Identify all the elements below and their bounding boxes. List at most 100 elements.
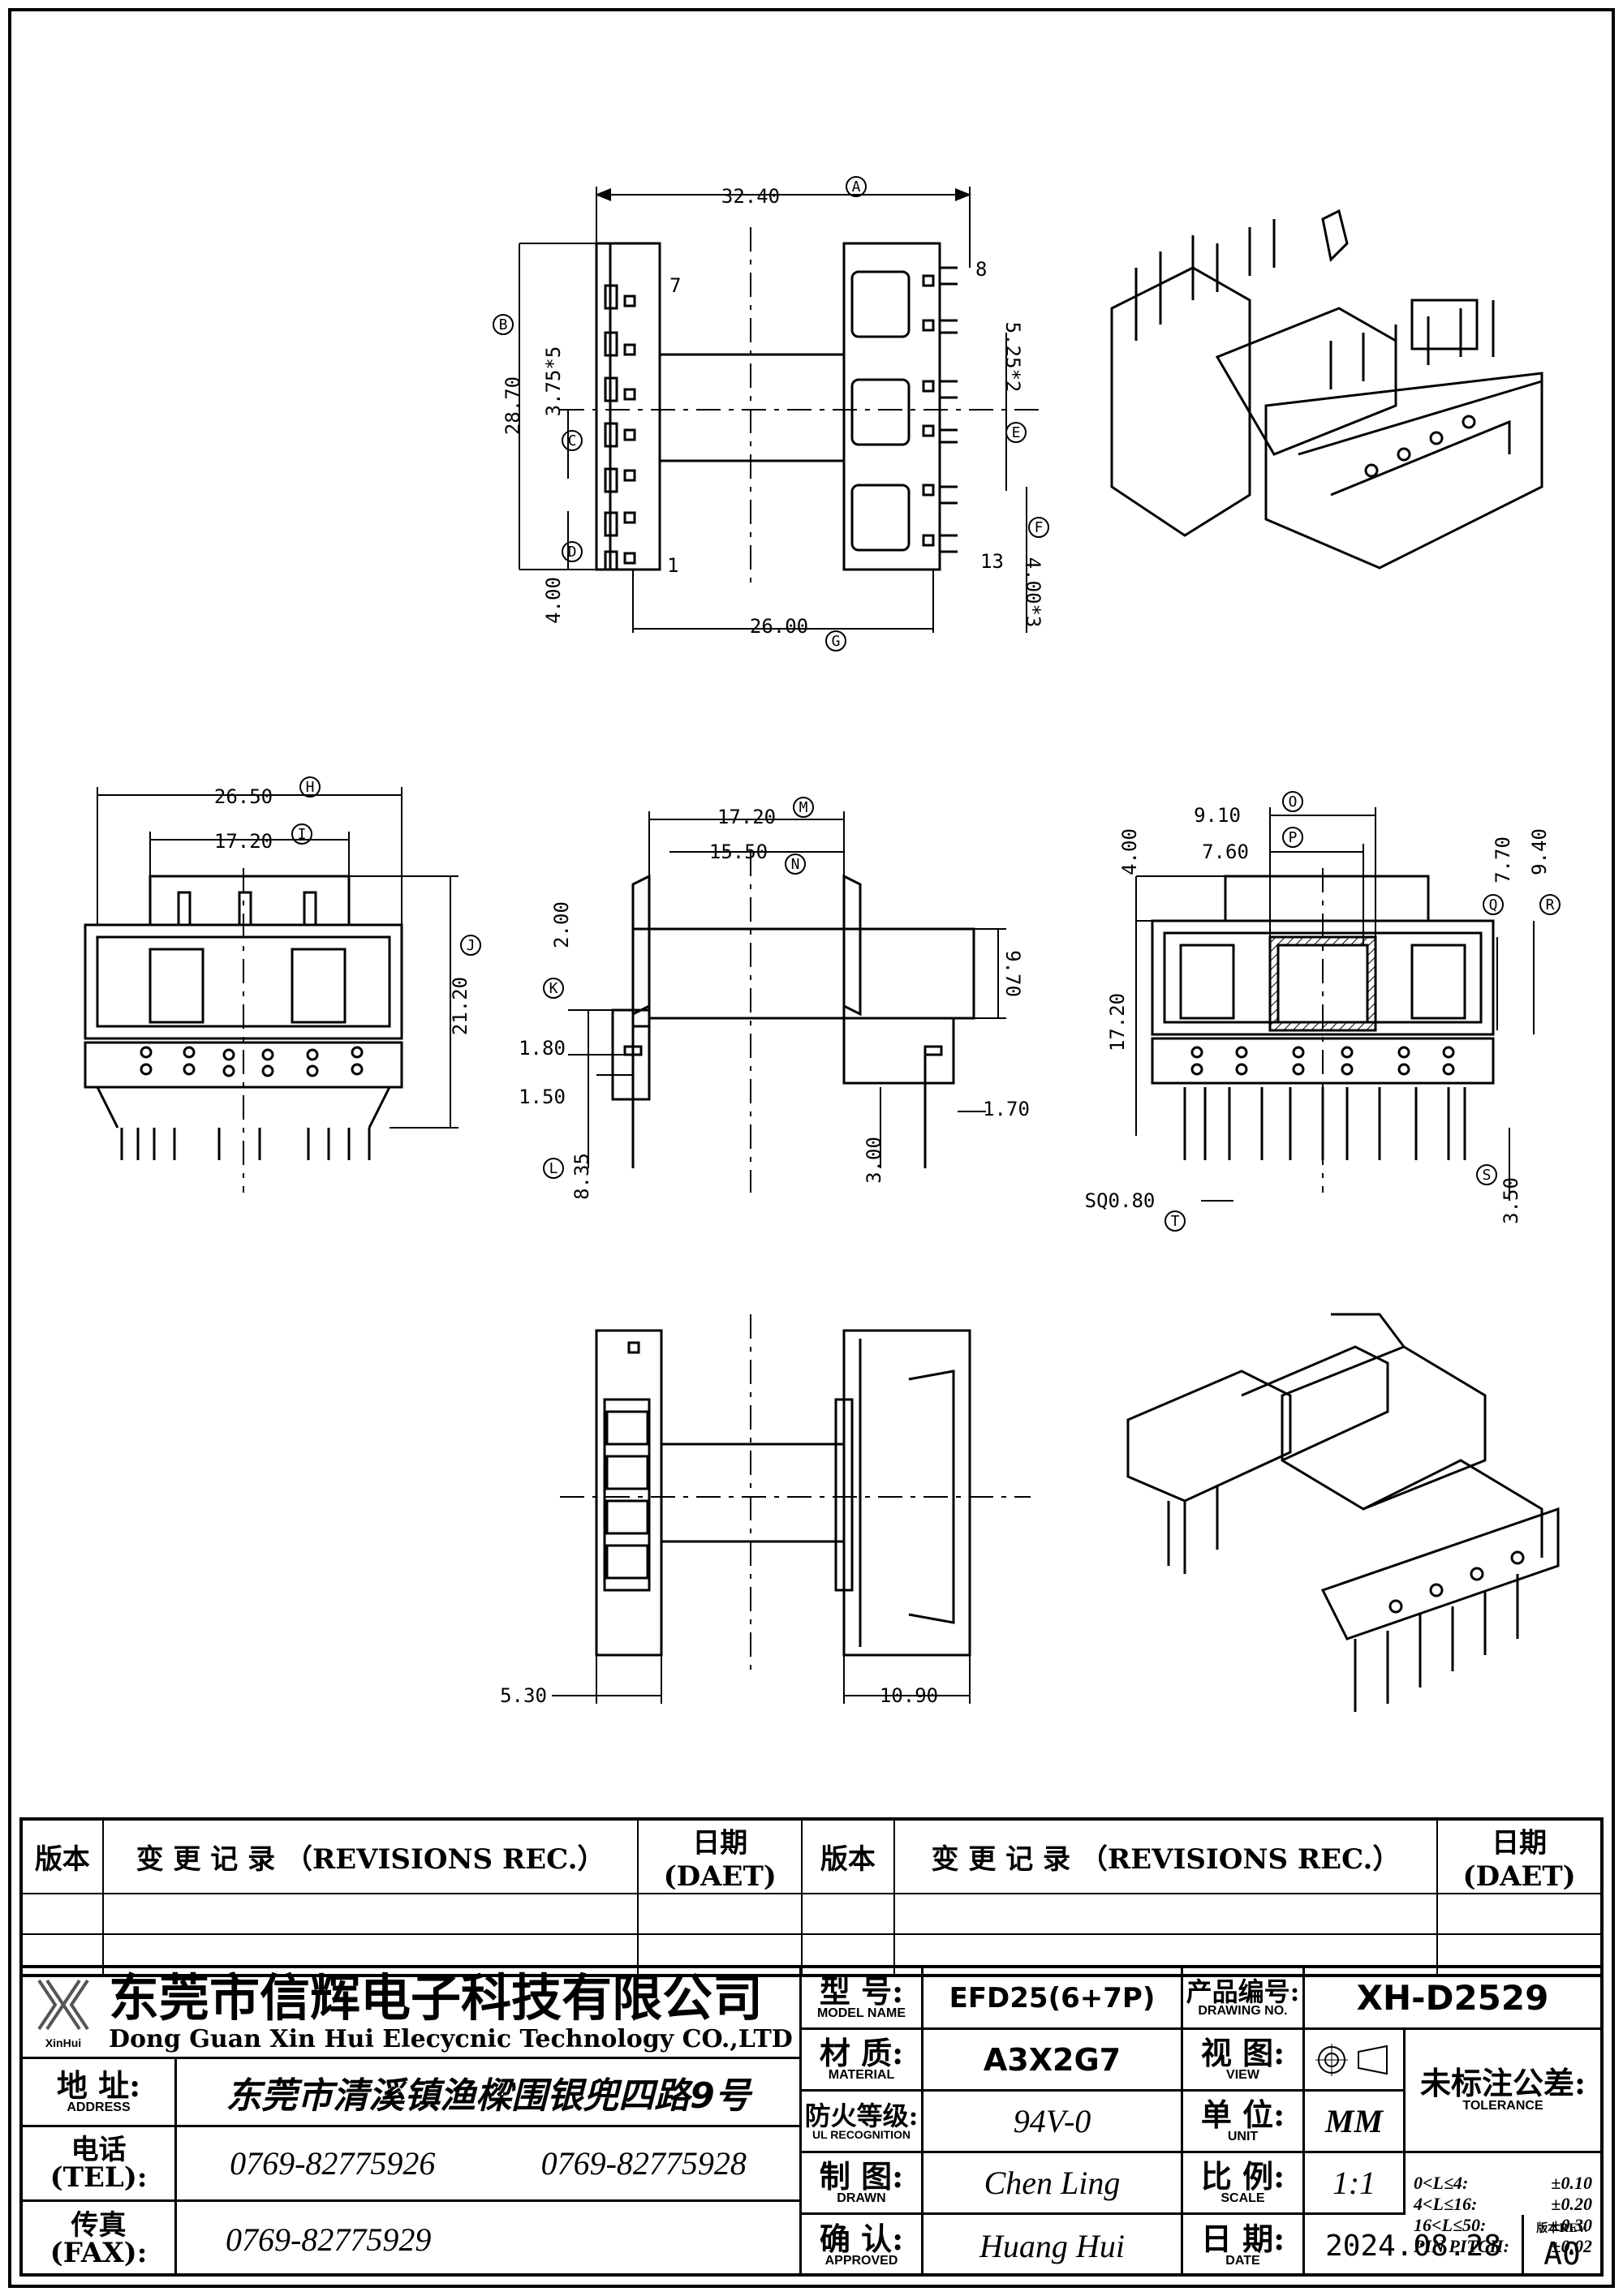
svg-text:M: M [799, 799, 808, 816]
dim-P: 7.60 [1202, 841, 1249, 863]
pin-8: 8 [975, 258, 987, 281]
drawn-value-cell: Chen Ling [923, 2153, 1183, 2215]
rev-col-version-2: 版本 [801, 1818, 895, 1894]
drawn-label: 制 图: [819, 2157, 904, 2195]
svg-text:J: J [467, 937, 476, 954]
dim-O: 9.10 [1194, 804, 1241, 827]
approved-sub: APPROVED [824, 2254, 898, 2268]
address-label-cell: 地 址:ADDRESS [23, 2059, 177, 2127]
date-value: 2024.08.28 [1325, 2229, 1501, 2263]
company-cell: XinHui 东莞市信辉电子科技有限公司 Dong Guan Xin Hui E… [23, 1968, 802, 2059]
approved-label: 确 认: [819, 2221, 904, 2257]
sheet-border [8, 8, 1615, 2288]
svg-text:R: R [1546, 896, 1555, 914]
unit-label: 单 位: [1200, 2096, 1285, 2133]
callout-T: T [1165, 1210, 1186, 1232]
tel-label-cell: 电话(TEL): [23, 2127, 177, 2202]
fax-label: 传真(FAX): [50, 2209, 148, 2269]
svg-text:D: D [568, 544, 577, 561]
fax-label-cell: 传真(FAX): [23, 2202, 177, 2277]
logo-text: XinHui [45, 2036, 82, 2049]
callout-M: M [793, 797, 814, 818]
top-view [560, 227, 1047, 584]
address-sub: ADDRESS [67, 2100, 131, 2114]
svg-text:K: K [549, 980, 558, 997]
material-value-cell: A3X2G7 [923, 2030, 1183, 2092]
dim-C: 3.75*5 [542, 346, 565, 417]
callout-K: K [543, 978, 564, 999]
scale-value: 1:1 [1332, 2165, 1376, 2201]
revision-table: 版本 变 更 记 录 （REVISIONS REC.） 日期(DAET) 版本 … [19, 1817, 1604, 1977]
dim-170: 1.70 [983, 1098, 1030, 1120]
bottom-view-dims [552, 1655, 971, 1704]
company-logo: XinHui [23, 1976, 104, 2049]
dim-A: 32.40 [721, 185, 780, 208]
date-value-cell: 2024.08.28 [1305, 2215, 1524, 2277]
date-sub: DATE [1225, 2254, 1260, 2268]
svg-text:C: C [568, 432, 577, 449]
approved-value: Huang Hui [979, 2227, 1125, 2264]
approved-label-cell: 确 认:APPROVED [802, 2215, 923, 2277]
top-view-dims [519, 187, 1027, 633]
pin-13: 13 [980, 550, 1004, 573]
model-sub: MODEL NAME [816, 2006, 906, 2020]
material-sub: MATERIAL [828, 2067, 895, 2082]
front-view [84, 868, 403, 1193]
svg-text:F: F [1035, 519, 1044, 536]
dim-M: 17.20 [717, 806, 776, 828]
side-view [611, 852, 975, 1193]
unit-sub: UNIT [1227, 2129, 1259, 2143]
title-block: 版本 变 更 记 录 （REVISIONS REC.） 日期(DAET) 版本 … [19, 1817, 1604, 2277]
material-label: 材 质: [819, 2034, 904, 2071]
tolerance-row: 16<L≤50:±0.30 [1414, 2215, 1592, 2235]
model-value: EFD25(6+7P) [949, 1981, 1156, 2014]
callout-I: I [291, 823, 312, 845]
rev-row [20, 1933, 1603, 1976]
fax-value: 0769-82775929 [226, 2221, 432, 2258]
dim-970: 9.70 [1001, 950, 1024, 997]
tel-value-2: 0769-82775928 [540, 2145, 747, 2182]
view-sub: VIEW [1226, 2067, 1259, 2082]
model-value-cell: EFD25(6+7P) [923, 1968, 1183, 2030]
approved-value-cell: Huang Hui [923, 2215, 1183, 2277]
svg-text:T: T [1171, 1213, 1180, 1230]
view-label: 视 图: [1200, 2034, 1285, 2071]
address-value-cell: 东莞市清溪镇渔樑围银兜四路9号 [177, 2059, 802, 2127]
dim-B: 28.70 [502, 376, 524, 435]
date-label-cell: 日 期:DATE [1183, 2215, 1305, 2277]
revision-label: 版本REV. [1536, 2222, 1588, 2235]
rev-row [20, 1893, 1603, 1935]
callout-C: C [562, 430, 583, 451]
callout-A: A [846, 176, 867, 197]
svg-text:H: H [306, 779, 315, 796]
rev-col-changes: 变 更 记 录 （REVISIONS REC.） [101, 1818, 639, 1894]
pin-7: 7 [669, 274, 681, 297]
rev-col-date-2: 日期(DAET) [1436, 1818, 1603, 1894]
callout-R: R [1539, 894, 1561, 915]
date-label: 日 期: [1200, 2221, 1285, 2257]
dim-150: 1.50 [519, 1086, 566, 1108]
flame-sub: UL RECOGNITION [812, 2127, 911, 2141]
callout-O: O [1282, 791, 1303, 812]
revision-cell: 版本REV. A0 [1524, 2215, 1600, 2277]
dim-Q: 7.70 [1492, 836, 1514, 884]
dim-300: 3.00 [863, 1137, 885, 1184]
drawing-no-label: 产品编号: [1186, 1976, 1300, 2007]
tolerance-cell: 未标注公差: TOLERANCE [1406, 2030, 1600, 2153]
drawn-sub: DRAWN [837, 2191, 886, 2205]
dim-530: 5.30 [500, 1684, 547, 1707]
scale-label: 比 例: [1200, 2157, 1285, 2195]
dimension-labels: 32.40 28.70 3.75*5 4.00 5.25*2 4.00*3 26… [214, 185, 1551, 1707]
model-label: 型 号: [819, 1972, 904, 2010]
tolerance-row: PIN PITCH:±0.02 [1414, 2236, 1592, 2256]
rev-col-changes-2: 变 更 记 录 （REVISIONS REC.） [893, 1818, 1439, 1894]
drawing-no-label-cell: 产品编号:DRAWING NO. [1183, 1968, 1305, 2030]
tolerance-row: 4<L≤16:±0.20 [1414, 2194, 1592, 2214]
svg-text:L: L [549, 1160, 558, 1177]
tel-label: 电话(TEL): [50, 2133, 148, 2194]
address-label: 地 址: [56, 2066, 141, 2104]
svg-text:P: P [1289, 829, 1298, 846]
pin-1: 1 [667, 554, 678, 577]
